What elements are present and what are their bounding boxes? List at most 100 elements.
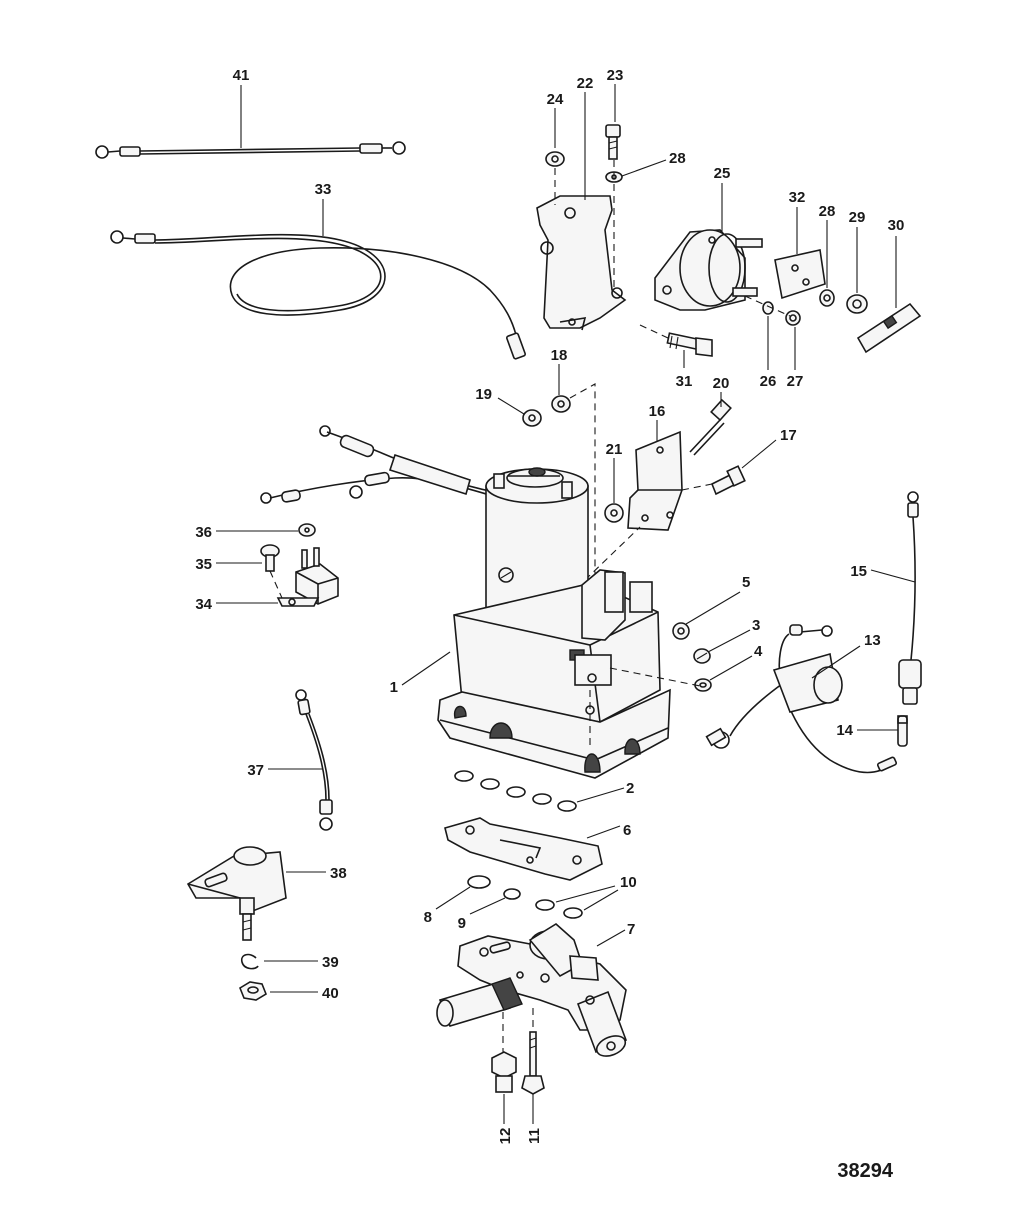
- part-7-valve-body: [436, 923, 628, 1057]
- callout-21: 21: [606, 441, 623, 458]
- part-5-nut: [672, 622, 690, 640]
- leader-6: [586, 825, 621, 839]
- part-2-o-rings: [454, 770, 577, 812]
- callout-13: 13: [864, 632, 881, 649]
- part-22-bracket: [536, 195, 627, 331]
- part-10b-o-ring: [563, 907, 583, 919]
- callout-34: 34: [195, 596, 212, 613]
- part-33-cable: [110, 230, 526, 360]
- part-15-wire: [898, 491, 922, 705]
- figure-id: 38294: [837, 1160, 893, 1182]
- part-30-cover: [856, 302, 922, 354]
- leader-2: [576, 787, 625, 803]
- leader-10b: [583, 889, 619, 911]
- callout-19: 19: [475, 386, 492, 403]
- callout-5: 5: [742, 574, 750, 591]
- part-3-screw: [693, 648, 711, 664]
- part-14-fuse: [897, 715, 908, 747]
- part-1-pump-motor: [260, 425, 671, 779]
- part-13-switch: [705, 624, 898, 774]
- part-37-strap: [295, 689, 333, 831]
- callout-1: 1: [390, 679, 398, 696]
- callout-23: 23: [607, 67, 624, 84]
- callout-15: 15: [850, 563, 867, 580]
- callout-10: 10: [620, 874, 637, 891]
- part-35-screw: [260, 544, 280, 572]
- leader-17: [741, 439, 777, 469]
- callout-35: 35: [195, 556, 212, 573]
- callout-30: 30: [888, 217, 905, 234]
- callout-41: 41: [233, 67, 250, 84]
- part-11-screw: [521, 1031, 545, 1095]
- leader-5: [685, 591, 741, 625]
- part-9-o-ring: [503, 888, 521, 900]
- part-20-bolt: [689, 398, 732, 456]
- leader-3: [707, 629, 751, 653]
- leader-8: [435, 886, 471, 910]
- part-19-nut: [522, 409, 542, 427]
- part-24-nut: [545, 151, 565, 167]
- part-32-plate: [774, 249, 826, 300]
- part-34-relay: [276, 547, 339, 607]
- callout-29: 29: [849, 209, 866, 226]
- callout-11: 11: [526, 1128, 543, 1144]
- callout-36: 36: [195, 524, 212, 541]
- callout-38: 38: [330, 865, 347, 882]
- leader-28a: [621, 159, 667, 177]
- callout-14: 14: [836, 722, 853, 739]
- leader-15: [870, 569, 916, 583]
- callout-28a: 28: [669, 150, 686, 167]
- callout-18: 18: [551, 347, 568, 364]
- callout-3: 3: [752, 617, 760, 634]
- leader-9: [469, 897, 506, 915]
- part-28b-lockwasher: [819, 289, 835, 307]
- leader-4: [709, 655, 753, 681]
- part-16-bracket: [627, 430, 683, 531]
- callout-39: 39: [322, 954, 339, 971]
- callout-32: 32: [789, 189, 806, 206]
- leader-1: [401, 651, 451, 686]
- callout-9: 9: [458, 915, 466, 932]
- part-8-o-ring: [467, 875, 491, 889]
- callout-22: 22: [577, 75, 594, 92]
- callout-28b: 28: [819, 203, 836, 220]
- part-12-plug: [491, 1051, 517, 1093]
- callout-31: 31: [676, 373, 693, 390]
- leader-13: [811, 645, 861, 679]
- part-41-cable: [95, 141, 406, 159]
- callout-8: 8: [424, 909, 432, 926]
- leader-7: [596, 929, 626, 947]
- callout-24: 24: [547, 91, 564, 108]
- part-6-gasket: [444, 817, 603, 881]
- part-17-bolt: [710, 465, 746, 496]
- callout-16: 16: [649, 403, 666, 420]
- part-39-clip: [240, 953, 259, 970]
- part-38-terminal-block: [186, 846, 287, 941]
- leader-10a: [555, 885, 616, 903]
- callout-33: 33: [315, 181, 332, 198]
- callout-2: 2: [626, 780, 634, 797]
- part-18-nut: [551, 395, 571, 413]
- part-27-nut: [785, 310, 801, 326]
- part-25-solenoid: [654, 229, 763, 311]
- part-21-nut: [604, 503, 624, 523]
- callout-26: 26: [760, 373, 777, 390]
- part-10a-o-ring: [535, 899, 555, 911]
- callout-25: 25: [714, 165, 731, 182]
- callout-7: 7: [627, 921, 635, 938]
- callout-40: 40: [322, 985, 339, 1002]
- part-23-screw: [605, 124, 621, 160]
- callout-20: 20: [713, 375, 730, 392]
- callout-6: 6: [623, 822, 631, 839]
- part-29-nut: [846, 294, 868, 314]
- callout-4: 4: [754, 643, 763, 660]
- callout-37: 37: [247, 762, 264, 779]
- part-36-nut: [298, 523, 316, 537]
- leader-19: [497, 397, 525, 415]
- part-31-bolt: [666, 332, 713, 357]
- callout-17: 17: [780, 427, 797, 444]
- part-40-nut: [239, 981, 267, 1001]
- callout-27: 27: [787, 373, 804, 390]
- callout-12: 12: [497, 1128, 514, 1145]
